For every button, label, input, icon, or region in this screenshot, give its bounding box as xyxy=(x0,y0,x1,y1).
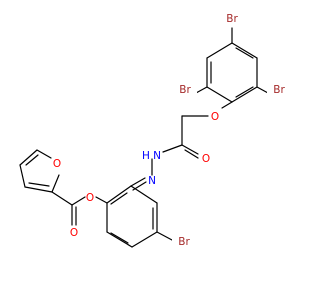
molecule-structure: Br Br Br O O N H N O O O Br xyxy=(19,11,291,248)
bond xyxy=(231,86,258,103)
bond xyxy=(51,174,60,193)
bond xyxy=(130,185,158,204)
bond xyxy=(235,47,254,59)
atom-o-furan: O xyxy=(53,158,61,170)
bond xyxy=(95,196,108,204)
bond xyxy=(256,86,269,94)
bond xyxy=(130,177,146,187)
bond xyxy=(184,149,199,159)
atom-o-carbonyl: O xyxy=(70,227,78,239)
atom-o-amide: O xyxy=(202,153,210,165)
bond xyxy=(51,191,73,206)
bond xyxy=(162,144,183,153)
bond xyxy=(221,101,233,109)
structure-svg: Br Br Br O O N H N O O O Br xyxy=(19,11,291,248)
bond xyxy=(231,42,258,59)
atom-n-hydrazide: N xyxy=(153,150,161,162)
bond xyxy=(19,149,38,166)
atom-n-imine: N xyxy=(148,175,156,187)
bond xyxy=(206,42,233,59)
bond xyxy=(181,144,199,155)
bond xyxy=(156,231,173,241)
bond-lines xyxy=(19,27,269,248)
atom-br-upper-left: Br xyxy=(179,84,191,96)
bond xyxy=(235,86,254,98)
bond xyxy=(25,154,39,166)
bond xyxy=(24,186,53,193)
bond xyxy=(28,182,50,187)
bond xyxy=(195,86,208,94)
atom-h-hydrazide: H xyxy=(142,150,150,162)
bond xyxy=(19,164,26,188)
atom-o-ester: O xyxy=(86,192,94,204)
bond xyxy=(110,192,128,205)
bond xyxy=(131,231,158,248)
bond xyxy=(106,185,132,204)
bond xyxy=(36,149,52,159)
atom-br-top: Br xyxy=(226,13,238,25)
bond xyxy=(106,231,133,248)
atom-labels: Br Br Br O O N H N O O O Br xyxy=(53,11,291,248)
bond xyxy=(206,86,233,103)
bond xyxy=(71,196,86,206)
atom-br-upper-right: Br xyxy=(273,84,285,96)
bond xyxy=(110,232,129,244)
atom-br-lower-right: Br xyxy=(178,236,190,248)
atom-o-ether: O xyxy=(211,111,219,123)
